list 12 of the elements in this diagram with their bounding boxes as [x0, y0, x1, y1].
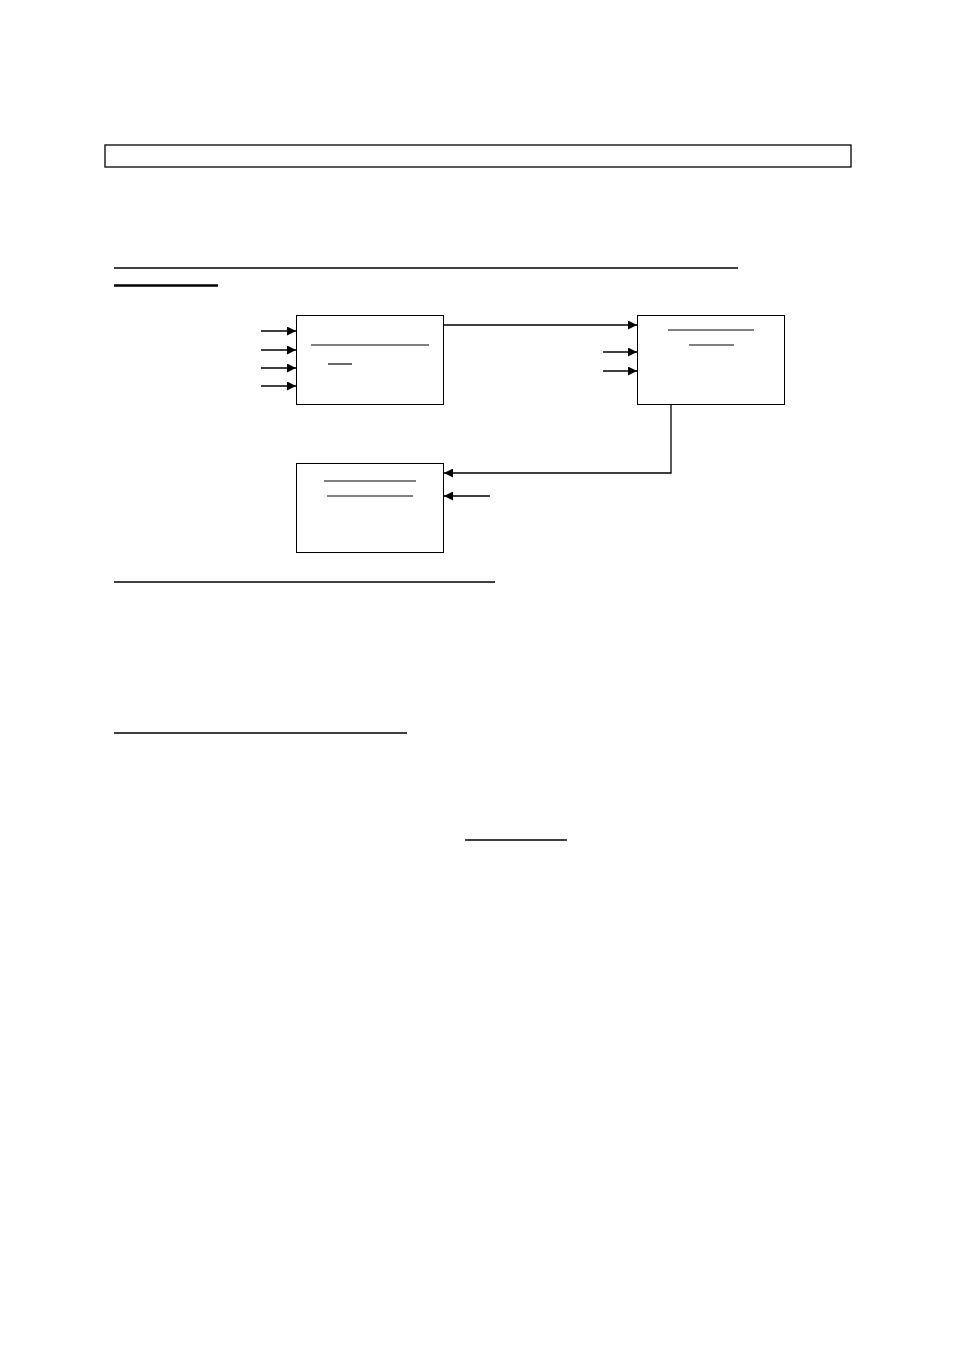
block-box	[296, 315, 444, 405]
arrow	[260, 326, 297, 336]
block-box	[637, 315, 785, 405]
arrow	[443, 491, 491, 501]
arrow	[443, 320, 638, 330]
arrow	[260, 381, 297, 391]
arrow	[443, 404, 672, 478]
arrow	[602, 366, 638, 376]
arrow	[260, 363, 297, 373]
arrow	[260, 345, 297, 355]
block-box	[296, 463, 444, 553]
arrow	[602, 347, 638, 357]
